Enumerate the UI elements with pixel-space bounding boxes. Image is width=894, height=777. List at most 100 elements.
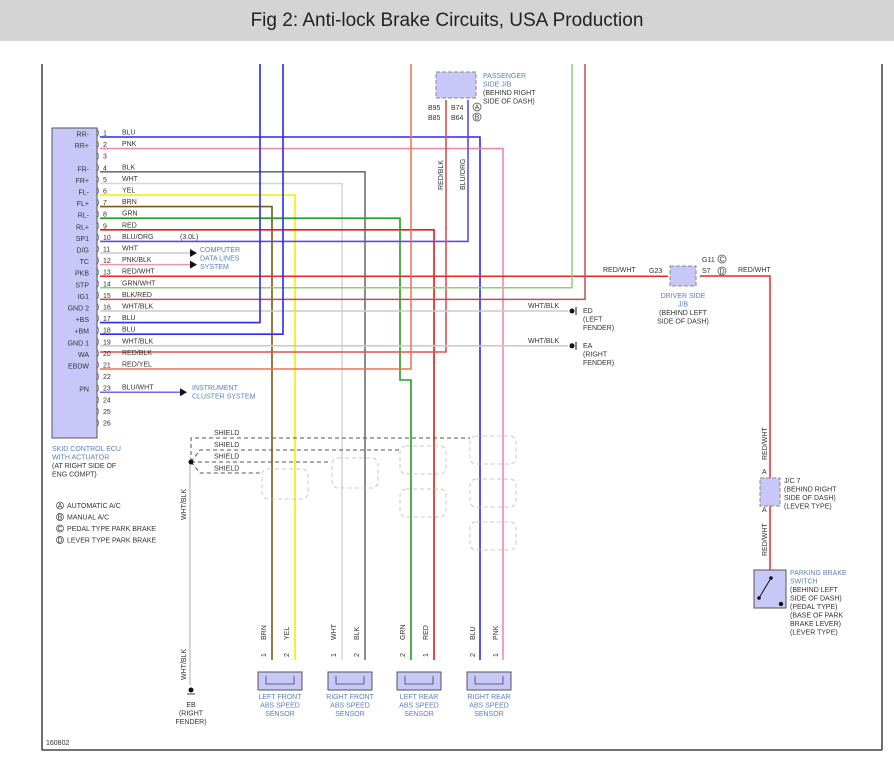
connector-terminal — [96, 163, 99, 173]
driver-jb-label: (BEHIND LEFT — [659, 310, 708, 317]
sensor-coil-icon — [404, 676, 434, 685]
wire-label-vertical: WHT/BLK — [181, 649, 188, 680]
connector-terminal — [96, 395, 99, 405]
sensor-wire-label: BLK — [354, 626, 361, 640]
abs-speed-sensor-box — [257, 671, 303, 691]
ecu-pin-number: 21 — [103, 363, 111, 370]
ecu-wire-label: WHT/BLK — [122, 338, 153, 345]
ecu-pin-number: 11 — [103, 247, 110, 254]
ecu-pin-number: 16 — [103, 305, 111, 312]
figure-id: 160802 — [46, 740, 69, 747]
ecu-label: SKID CONTROL ECU — [52, 446, 121, 453]
legend-item: PEDAL TYPE PARK BRAKE — [67, 526, 156, 533]
ecu-pin-name: +BS — [76, 317, 90, 324]
splice-dot — [188, 459, 194, 465]
jc7-label: SIDE OF DASH) — [784, 495, 836, 502]
abs-speed-sensor-box — [327, 671, 373, 691]
switch-contact-icon — [757, 596, 761, 600]
ecu-wire-label: RED — [122, 222, 137, 229]
ecu-pin-number: 23 — [103, 386, 111, 393]
ecu-pin-name: GND 2 — [68, 306, 90, 313]
ground-icon — [569, 343, 575, 349]
connector-terminal — [96, 372, 99, 381]
arrow-icon — [190, 249, 197, 257]
connector-terminal — [96, 140, 99, 149]
legend-item: MANUAL A/C — [67, 515, 109, 522]
ecu-pin-name: RR- — [77, 132, 90, 139]
parking-brake-switch-label: SIDE OF DASH) — [790, 596, 842, 603]
connector-terminal — [96, 418, 99, 428]
jc7-label: J/C 7 — [784, 478, 800, 485]
sensor-pin-number: 1 — [331, 653, 338, 657]
ebdw-wire — [100, 64, 412, 370]
parking-brake-switch-label: (PEDAL TYPE) — [790, 604, 837, 611]
shield-label: SHIELD — [214, 430, 239, 437]
sensor-coil-icon — [335, 676, 365, 685]
ground-icon — [569, 308, 575, 314]
ig1-wire — [100, 64, 586, 301]
ecu-pin-name: SP1 — [76, 236, 89, 243]
abs-speed-sensor-box — [396, 671, 442, 691]
ground-label: ED — [583, 308, 593, 315]
ground-label: FENDER) — [583, 360, 614, 367]
ground-label: (RIGHT — [179, 711, 204, 718]
abs-speed-sensor-box — [466, 671, 512, 691]
connector-terminal — [96, 360, 99, 370]
ecu-pin-number: 22 — [103, 374, 111, 381]
shield-wire — [190, 449, 400, 463]
ground-label: EB — [186, 702, 196, 709]
computer-data-lines-label: COMPUTER — [200, 247, 240, 254]
sensor-wire-label: RED — [423, 625, 430, 640]
legend-symbol-letter: B — [58, 515, 63, 522]
ecu-pin-name: D/G — [77, 248, 89, 255]
shield-label: SHIELD — [214, 465, 239, 472]
ecu-pin-name: FL- — [79, 190, 90, 197]
connector-terminal — [96, 291, 99, 300]
variant-symbol-icon — [717, 266, 727, 276]
connector-terminal — [96, 383, 99, 393]
shield-bundle — [331, 457, 379, 489]
jc7-label: (BEHIND RIGHT — [784, 487, 837, 494]
sensor-label: SENSOR — [335, 711, 365, 718]
jb-wire — [100, 100, 447, 353]
ecu-pin-number: 18 — [103, 328, 111, 335]
sensor-label: ABS SPEED — [330, 703, 370, 710]
connector-terminal — [96, 198, 99, 207]
variant-symbol-icon — [472, 112, 482, 122]
sensor-wire — [100, 182, 343, 660]
arrow-icon — [180, 388, 187, 397]
sensor-wire — [100, 217, 412, 660]
parking-brake-switch-label: (BASE OF PARK — [790, 613, 843, 620]
stp-wire — [100, 64, 573, 289]
sensor-label: ABS SPEED — [260, 703, 300, 710]
ecu-pin-number: 6 — [103, 189, 107, 196]
ecu-wire-label: BLK — [122, 164, 136, 171]
jb-pin: B85 — [428, 115, 441, 122]
ground-label: (RIGHT — [583, 351, 608, 358]
computer-data-lines-label: SYSTEM — [200, 264, 229, 271]
connector-terminal — [96, 244, 99, 254]
parking-brake-switch-box — [753, 569, 787, 609]
ecu-label: WITH ACTUATOR — [52, 455, 109, 462]
sensor-wire — [100, 171, 366, 660]
ecu-pin-number: 15 — [103, 293, 111, 300]
wires-layer — [100, 64, 771, 685]
pkb-wire — [700, 275, 771, 478]
shield-wire — [190, 461, 260, 474]
arrow-icon — [190, 260, 197, 269]
connector-terminal — [96, 233, 99, 242]
ecu-pin-number: 13 — [103, 270, 111, 277]
sensor-label: SENSOR — [404, 711, 434, 718]
shield-bundle — [261, 468, 309, 500]
connector-terminal — [96, 209, 99, 219]
switch-contact-icon — [758, 577, 772, 599]
sensor-wire-label: WHT — [331, 623, 338, 640]
ecu-pin-name: +BM — [74, 329, 89, 336]
connector-terminal — [96, 151, 99, 161]
ecu-pin-number: 9 — [103, 223, 107, 230]
ecu-wire-label: GRN — [122, 211, 138, 218]
ecu-wire-label: WHT — [122, 246, 139, 253]
ecu-wire-label: RED/WHT — [122, 269, 155, 276]
parking-brake-switch-label: BRAKE LEVER) — [790, 621, 841, 628]
